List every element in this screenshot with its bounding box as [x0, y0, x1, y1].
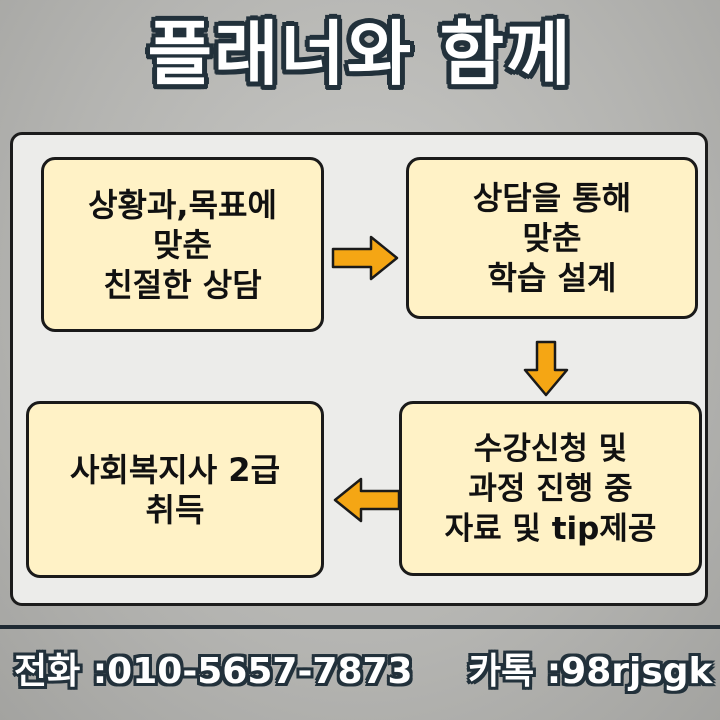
box-line: 자료 및 tip제공	[444, 510, 657, 547]
box-line: 맞춘	[153, 225, 212, 264]
arrow-left-icon	[333, 477, 401, 523]
box-line: 맞춘	[522, 219, 582, 257]
step-enrollment-box: 수강신청 및 과정 진행 중 자료 및 tip제공	[399, 401, 702, 576]
page-title: 플래너와 함께	[147, 13, 573, 95]
box-line: 취득	[145, 490, 205, 529]
arrow-down-icon	[523, 340, 569, 397]
step-learning-design-box: 상담을 통해 맞춘 학습 설계	[406, 157, 698, 319]
box-line: 상황과,목표에	[88, 185, 277, 224]
box-line: 사회복지사 2급	[69, 450, 281, 489]
footer-divider	[0, 625, 720, 629]
box-line: 상담을 통해	[472, 179, 632, 217]
box-line: 과정 진행 중	[468, 470, 633, 507]
box-line: 학습 설계	[487, 259, 617, 297]
box-line: 수강신청 및	[473, 430, 628, 467]
box-line: 친절한 상담	[103, 265, 262, 304]
step-consultation-box: 상황과,목표에 맞춘 친절한 상담	[41, 157, 324, 332]
phone-contact: 전화 :010-5657-7873	[14, 651, 413, 692]
step-certificate-box: 사회복지사 2급 취득	[26, 401, 324, 578]
kakao-contact: 카톡 :98rjsgk	[468, 651, 713, 692]
flow-diagram-panel: 상황과,목표에 맞춘 친절한 상담 상담을 통해 맞춘 학습 설계 사회복지사 …	[10, 132, 708, 606]
contact-footer: 전화 :010-5657-7873 카톡 :98rjsgk	[0, 640, 720, 704]
arrow-right-icon	[331, 235, 399, 281]
